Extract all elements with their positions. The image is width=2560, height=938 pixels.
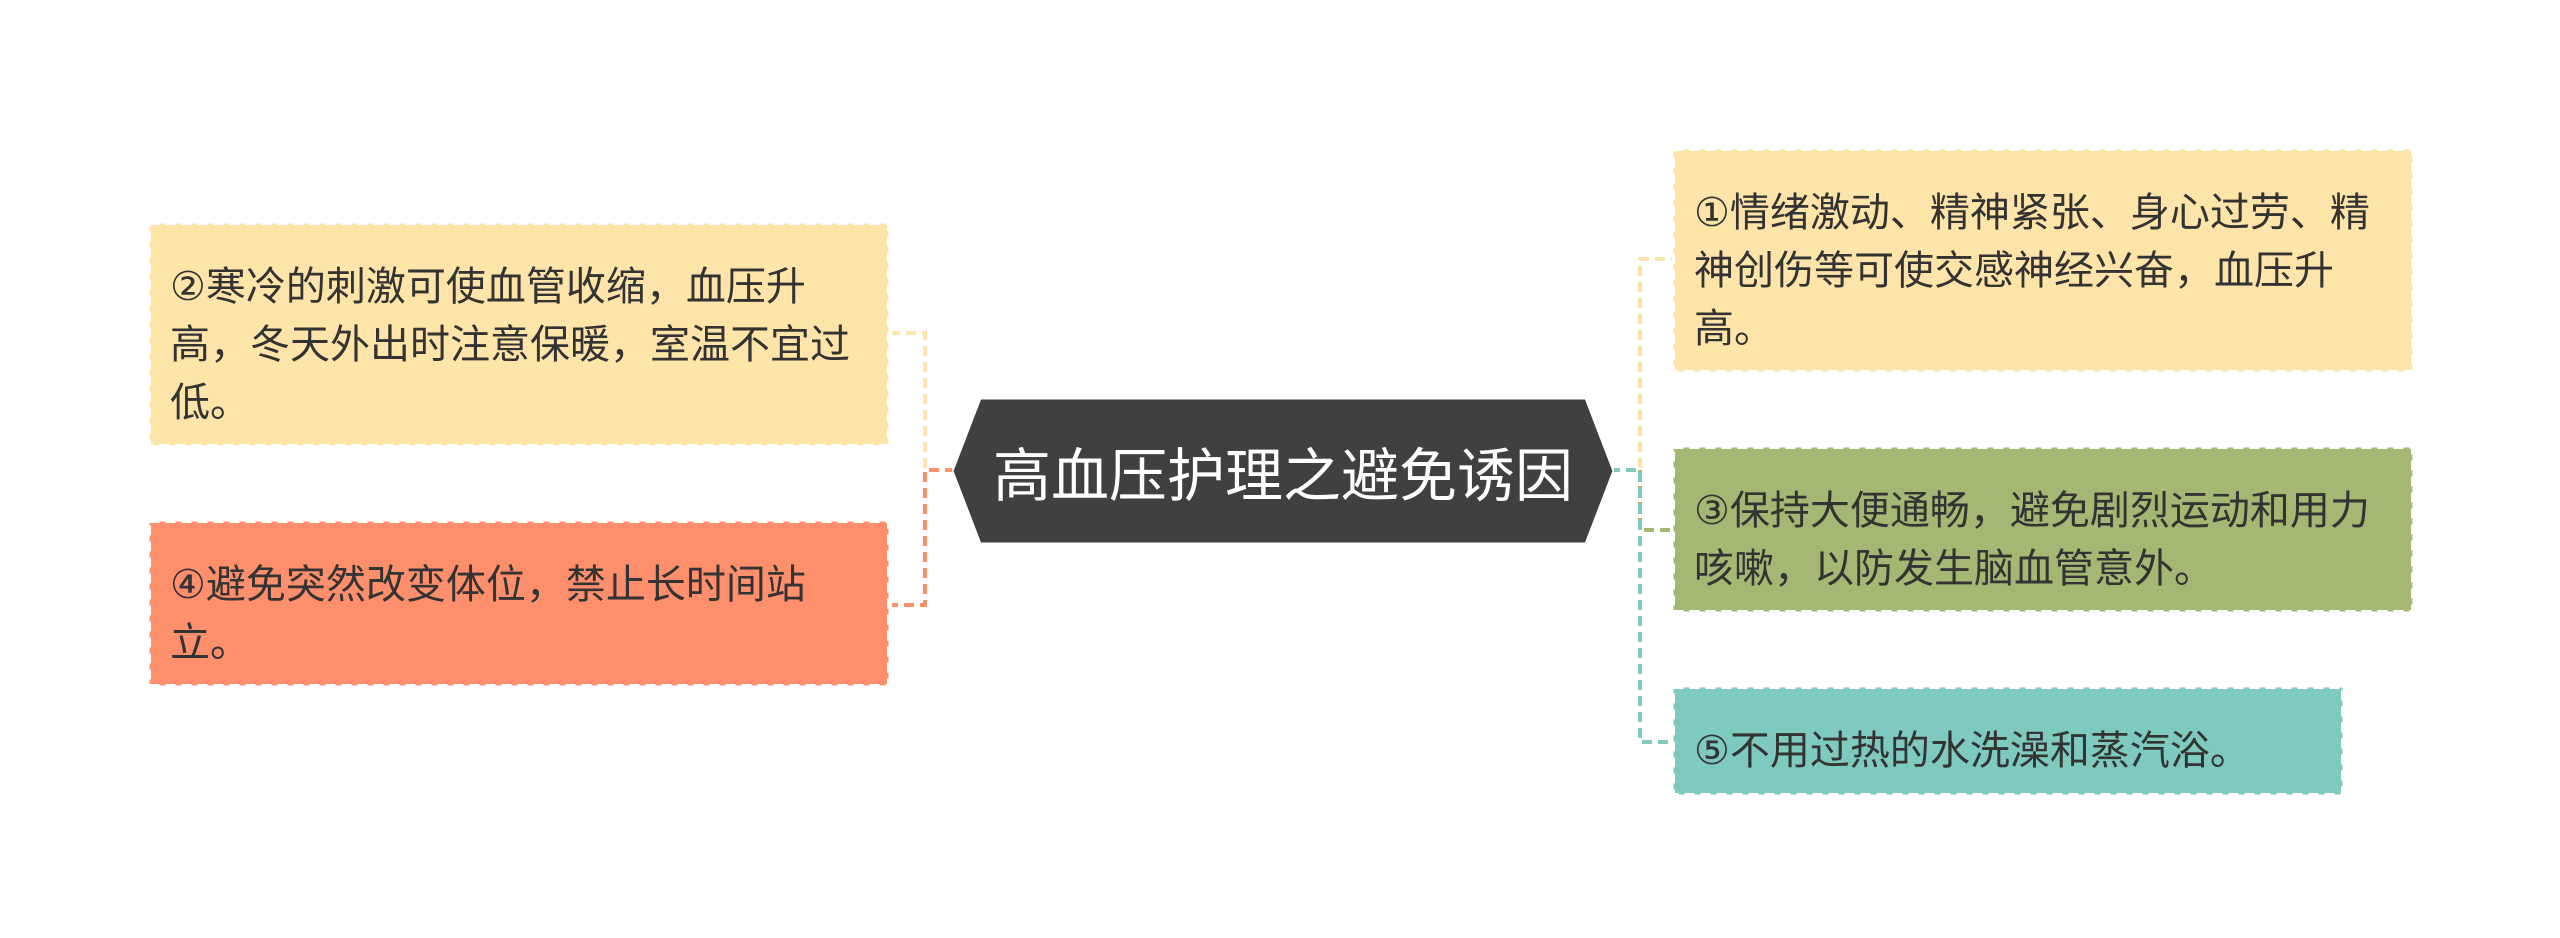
topic-hot-bath[interactable]: ⑤不用过热的水洗澡和蒸汽浴。	[1672, 686, 2344, 796]
topic-label: ⑤不用过热的水洗澡和蒸汽浴。	[1694, 728, 2250, 774]
topic-bowel-movement[interactable]: ③保持大便通畅，避免剧烈运动和用力咳嗽，以防发生脑血管意外。	[1672, 446, 2414, 613]
central-topic-label: 高血压护理之避免诱因	[992, 442, 1573, 510]
topic-box	[148, 520, 890, 687]
topic-posture-change[interactable]: ④避免突然改变体位，禁止长时间站立。	[148, 520, 890, 687]
topic-label: ④避免突然改变体位，禁止长时间站立。	[170, 562, 806, 666]
topic-label: ①情绪激动、精神紧张、身心过劳、精神创伤等可使交感神经兴奋，血压升高。	[1694, 190, 2370, 352]
topic-box	[1672, 686, 2344, 796]
topic-emotional-stress[interactable]: ①情绪激动、精神紧张、身心过劳、精神创伤等可使交感神经兴奋，血压升高。	[1672, 148, 2414, 373]
topic-box	[1672, 148, 2414, 373]
topic-cold-stimulation[interactable]: ②寒冷的刺激可使血管收缩，血压升高，冬天外出时注意保暖，室温不宜过低。	[148, 222, 890, 447]
topic-label: ②寒冷的刺激可使血管收缩，血压升高，冬天外出时注意保暖，室温不宜过低。	[170, 264, 850, 426]
topic-box	[148, 222, 890, 447]
central-topic-shape	[952, 398, 1614, 544]
topic-label: ③保持大便通畅，避免剧烈运动和用力咳嗽，以防发生脑血管意外。	[1694, 488, 2370, 592]
connector-to-right-topic-2	[1638, 470, 1672, 532]
central-topic[interactable]: 高血压护理之避免诱因	[952, 398, 1614, 544]
connector-to-left-topic-1	[892, 331, 955, 472]
connector-to-right-topic-3	[1610, 468, 1672, 744]
topic-box	[1672, 446, 2414, 613]
connector-to-left-topic-2	[892, 468, 955, 607]
connector-to-right-topic-1	[1610, 257, 1672, 472]
